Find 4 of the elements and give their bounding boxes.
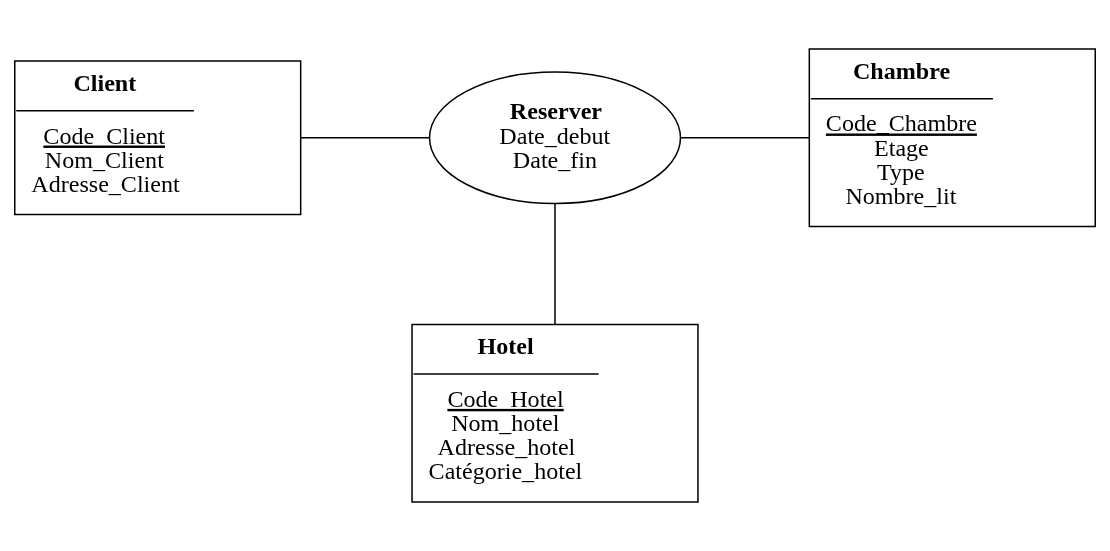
connector (554, 203, 556, 325)
connector (679, 137, 810, 139)
connector (300, 137, 431, 139)
node-ellipse: Reserver Date_debut Date_fin (428, 71, 682, 205)
